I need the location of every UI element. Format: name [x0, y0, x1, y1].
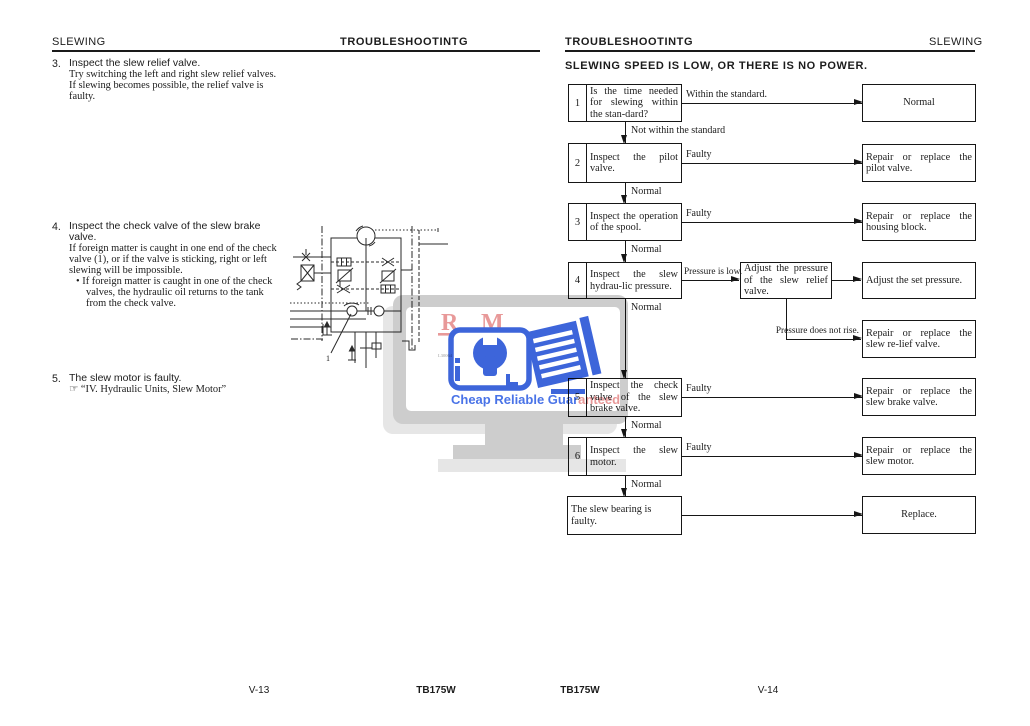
down-label: Normal: [631, 302, 662, 313]
flow-step-4: 4 Inspect the slew hydrau-lic pressure.: [568, 262, 682, 299]
arrow-step1-down: [621, 122, 628, 144]
item-number: 4.: [52, 221, 61, 233]
branch-label: Faulty: [686, 442, 712, 453]
branch-label: Pressure is low.: [684, 267, 743, 277]
left-page-number: V-13: [248, 685, 270, 696]
arrow-step4-down: [621, 299, 628, 379]
item-number: 5.: [52, 373, 61, 385]
list-item-4: 4. Inspect the check valve of the slew b…: [52, 220, 277, 310]
arrow-final-result: [682, 511, 863, 518]
left-page-header-section: SLEWING: [52, 36, 106, 48]
monitor-base: [453, 445, 581, 463]
left-model-code: TB175W: [416, 685, 456, 696]
flow-result-4: Adjust the set pressure.: [862, 262, 976, 299]
final-text: The slew bearing is faulty.: [571, 504, 652, 527]
mid-text: Adjust the pressure of the slew relief v…: [744, 263, 828, 298]
arrow-step3-result: [682, 218, 863, 225]
branch-label: Faulty: [686, 149, 712, 160]
flow-result-4b: Repair or replace the slew re-lief valve…: [862, 320, 976, 358]
step-text: Is the time needed for slewing within th…: [590, 85, 678, 120]
arrow-step5-result: [682, 393, 863, 400]
flow-step-3: 3 Inspect the operation of the spool.: [568, 203, 682, 241]
item-body: If foreign matter is caught in one end o…: [69, 243, 277, 276]
item-head: Inspect the slew relief valve.: [69, 57, 201, 69]
item-reference: ☞ “IV. Hydraulic Units, Slew Motor”: [69, 384, 227, 395]
flow-result-3: Repair or replace the housing block.: [862, 203, 976, 241]
branch-label: Faulty: [686, 383, 712, 394]
down-label: Normal: [631, 186, 662, 197]
line-mid-branch: [786, 299, 787, 340]
step-number: 5: [569, 379, 587, 416]
item-body: Try switching the left and right slew re…: [69, 69, 277, 102]
arrow-step3-down: [621, 241, 628, 263]
arrow-step2-down: [621, 183, 628, 204]
step-number: 6: [569, 438, 587, 475]
right-page-number: V-14: [757, 685, 779, 696]
arrow-mid-result: [832, 276, 862, 283]
step-text: Inspect the slew hydrau-lic pressure.: [590, 269, 678, 292]
flow-result-final: Replace.: [862, 496, 976, 534]
flow-step-1: 1 Is the time needed for slewing within …: [568, 84, 682, 122]
branch-label: Faulty: [686, 208, 712, 219]
item-head: The slew motor is faulty.: [69, 372, 182, 384]
flow-result-1: Normal: [862, 84, 976, 122]
flow-step-6: 6 Inspect the slew motor.: [568, 437, 682, 476]
result-text: Repair or replace the pilot valve.: [866, 151, 972, 175]
arrow-branch2-result: [786, 335, 862, 342]
result-text: Repair or replace the slew motor.: [866, 444, 972, 468]
right-page-header-title: TROUBLESHOOTINTG: [565, 36, 694, 48]
step-text: Inspect the check valve of the slew brak…: [590, 380, 678, 415]
step-number: 2: [569, 144, 587, 182]
right-model-code: TB175W: [560, 685, 600, 696]
flow-step-2: 2 Inspect the pilot valve.: [568, 143, 682, 183]
down-label: Normal: [631, 479, 662, 490]
right-page-header-section: SLEWING: [929, 36, 983, 48]
flow-result-5: Repair or replace the slew brake valve.: [862, 378, 976, 416]
monitor-neck: [485, 424, 563, 445]
down-label: Normal: [631, 420, 662, 431]
item-number: 3.: [52, 58, 61, 70]
result-text: Normal: [903, 97, 935, 109]
diagram-fig-code: L30064: [438, 353, 453, 358]
flowchart-title: SLEWING SPEED IS LOW, OR THERE IS NO POW…: [565, 60, 868, 72]
list-item-5: 5. The slew motor is faulty. ☞ “IV. Hydr…: [52, 372, 277, 396]
step-number: 3: [569, 204, 587, 240]
hydraulic-circuit-diagram: 1 L30064: [290, 225, 453, 368]
flow-result-6: Repair or replace the slew motor.: [862, 437, 976, 475]
result-text: Replace.: [901, 509, 937, 521]
step-text: Inspect the slew motor.: [590, 445, 678, 468]
down-label: Not within the standard: [631, 125, 726, 136]
flow-mid-4: Adjust the pressure of the slew relief v…: [740, 262, 832, 299]
arrow-step4-mid: [682, 276, 740, 283]
branch-label: Within the standard.: [686, 89, 767, 100]
step-number: 4: [569, 263, 587, 298]
result-text: Adjust the set pressure.: [866, 274, 963, 286]
result-text: Repair or replace the slew brake valve.: [866, 385, 972, 409]
arrow-step6-result: [682, 452, 863, 459]
branch-label: Pressure does not rise.: [775, 326, 859, 336]
step-text: Inspect the pilot valve.: [590, 151, 678, 175]
left-page-header-title: TROUBLESHOOTINTG: [340, 36, 469, 48]
step-text: Inspect the operation of the spool.: [590, 210, 678, 234]
down-label: Normal: [631, 244, 662, 255]
diagram-callout-1: 1: [326, 354, 330, 363]
item-bullet: • If foreign matter is caught in one of …: [76, 276, 273, 309]
arrow-step6-down: [621, 476, 628, 497]
result-text: Repair or replace the housing block.: [866, 210, 972, 234]
arrow-step2-result: [682, 159, 863, 166]
arrow-step5-down: [621, 417, 628, 438]
left-header-rule: [52, 50, 540, 52]
flow-final: The slew bearing is faulty.: [567, 496, 682, 535]
result-text: Repair or replace the slew re-lief valve…: [866, 327, 972, 351]
arrow-step1-result: [682, 99, 863, 106]
list-item-3: 3. Inspect the slew relief valve. Try sw…: [52, 57, 277, 103]
flow-result-2: Repair or replace the pilot valve.: [862, 144, 976, 182]
troubleshooting-flowchart: 1 Is the time needed for slewing within …: [565, 80, 979, 540]
item-head: Inspect the check valve of the slew brak…: [69, 220, 261, 243]
step-number: 1: [569, 85, 587, 121]
flow-step-5: 5 Inspect the check valve of the slew br…: [568, 378, 682, 417]
right-header-rule: [565, 50, 975, 52]
